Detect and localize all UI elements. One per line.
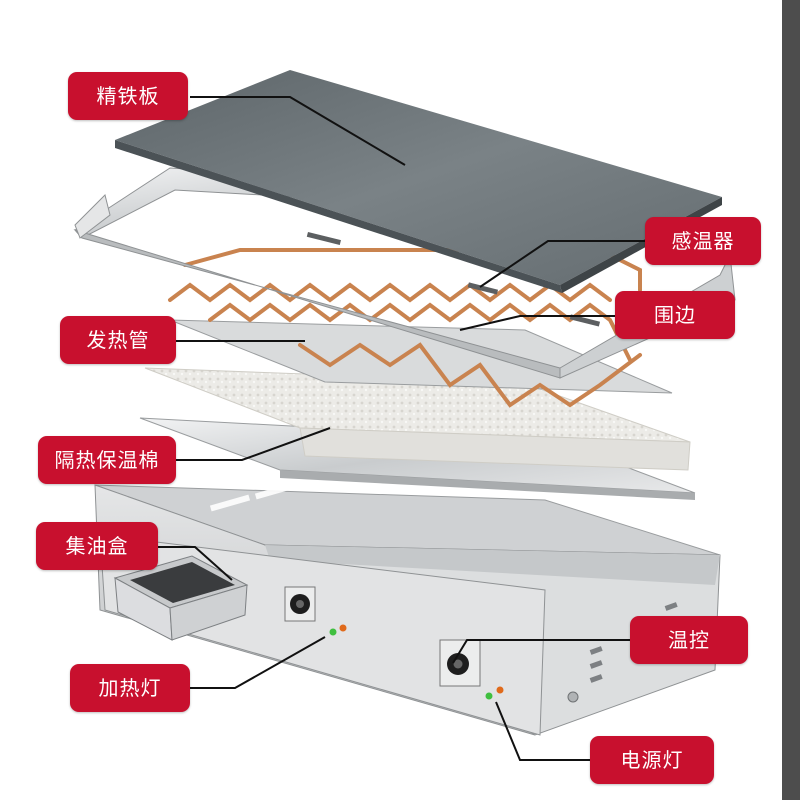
- right-edge-bar: [782, 0, 800, 800]
- heating-light-led-2: [339, 624, 347, 632]
- label-insulation: 隔热保温棉: [38, 436, 176, 484]
- label-heating-light: 加热灯: [70, 664, 190, 712]
- heating-light-led: [329, 628, 337, 636]
- knob-left: [284, 586, 347, 636]
- leader-lines: [158, 96, 670, 761]
- power-light-led: [485, 692, 493, 700]
- label-temp-sensor: 感温器: [645, 217, 761, 265]
- label-side-frame: 围边: [615, 291, 735, 339]
- temp-sensor-probes: [306, 231, 601, 327]
- heating-tubes: [168, 248, 642, 408]
- label-iron-plate: 精铁板: [68, 72, 188, 120]
- power-light-led-2: [496, 686, 504, 694]
- label-thermostat: 温控: [630, 616, 748, 664]
- label-power-light: 电源灯: [590, 736, 714, 784]
- knob-right: [439, 639, 504, 700]
- label-heating-tube: 发热管: [60, 316, 176, 364]
- label-oil-box: 集油盒: [36, 522, 158, 570]
- power-cord-port: [567, 691, 579, 703]
